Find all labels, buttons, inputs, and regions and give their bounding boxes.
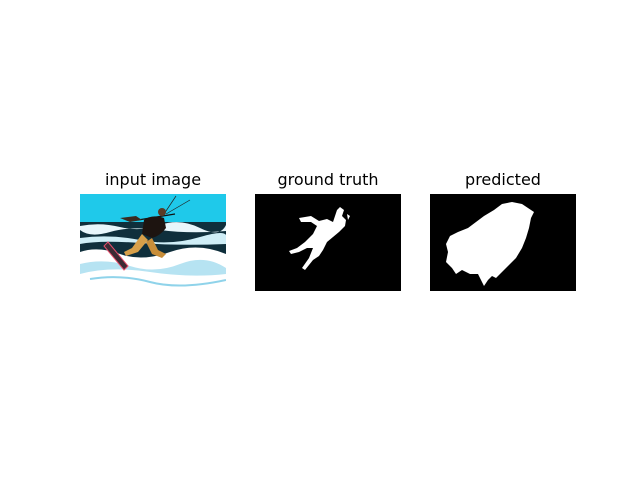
ground-truth-title: ground truth: [277, 170, 379, 189]
head: [158, 208, 166, 216]
foam-line: [89, 276, 226, 287]
hand-fragment: [347, 214, 350, 220]
ground-truth-mask: [255, 194, 401, 291]
person-silhouette: [289, 207, 346, 270]
input-image-panel: [80, 194, 226, 291]
leg-left: [124, 234, 148, 256]
predicted-region: [446, 202, 534, 286]
kitesurfer-photo: [80, 194, 226, 291]
predicted-title: predicted: [465, 170, 541, 189]
predicted-panel: [430, 194, 576, 291]
wave-crest-2: [80, 233, 226, 245]
ground-truth-panel: [255, 194, 401, 291]
input-image-title: input image: [104, 170, 202, 189]
kiteboard: [103, 241, 129, 271]
torso: [142, 216, 166, 238]
foam-shadow: [80, 259, 226, 276]
arm: [120, 216, 142, 222]
kite-line-2: [165, 199, 191, 215]
mask-background: [255, 194, 401, 291]
leg-right: [146, 238, 166, 258]
predicted-mask: [430, 194, 576, 291]
kite-line-1: [163, 195, 177, 215]
